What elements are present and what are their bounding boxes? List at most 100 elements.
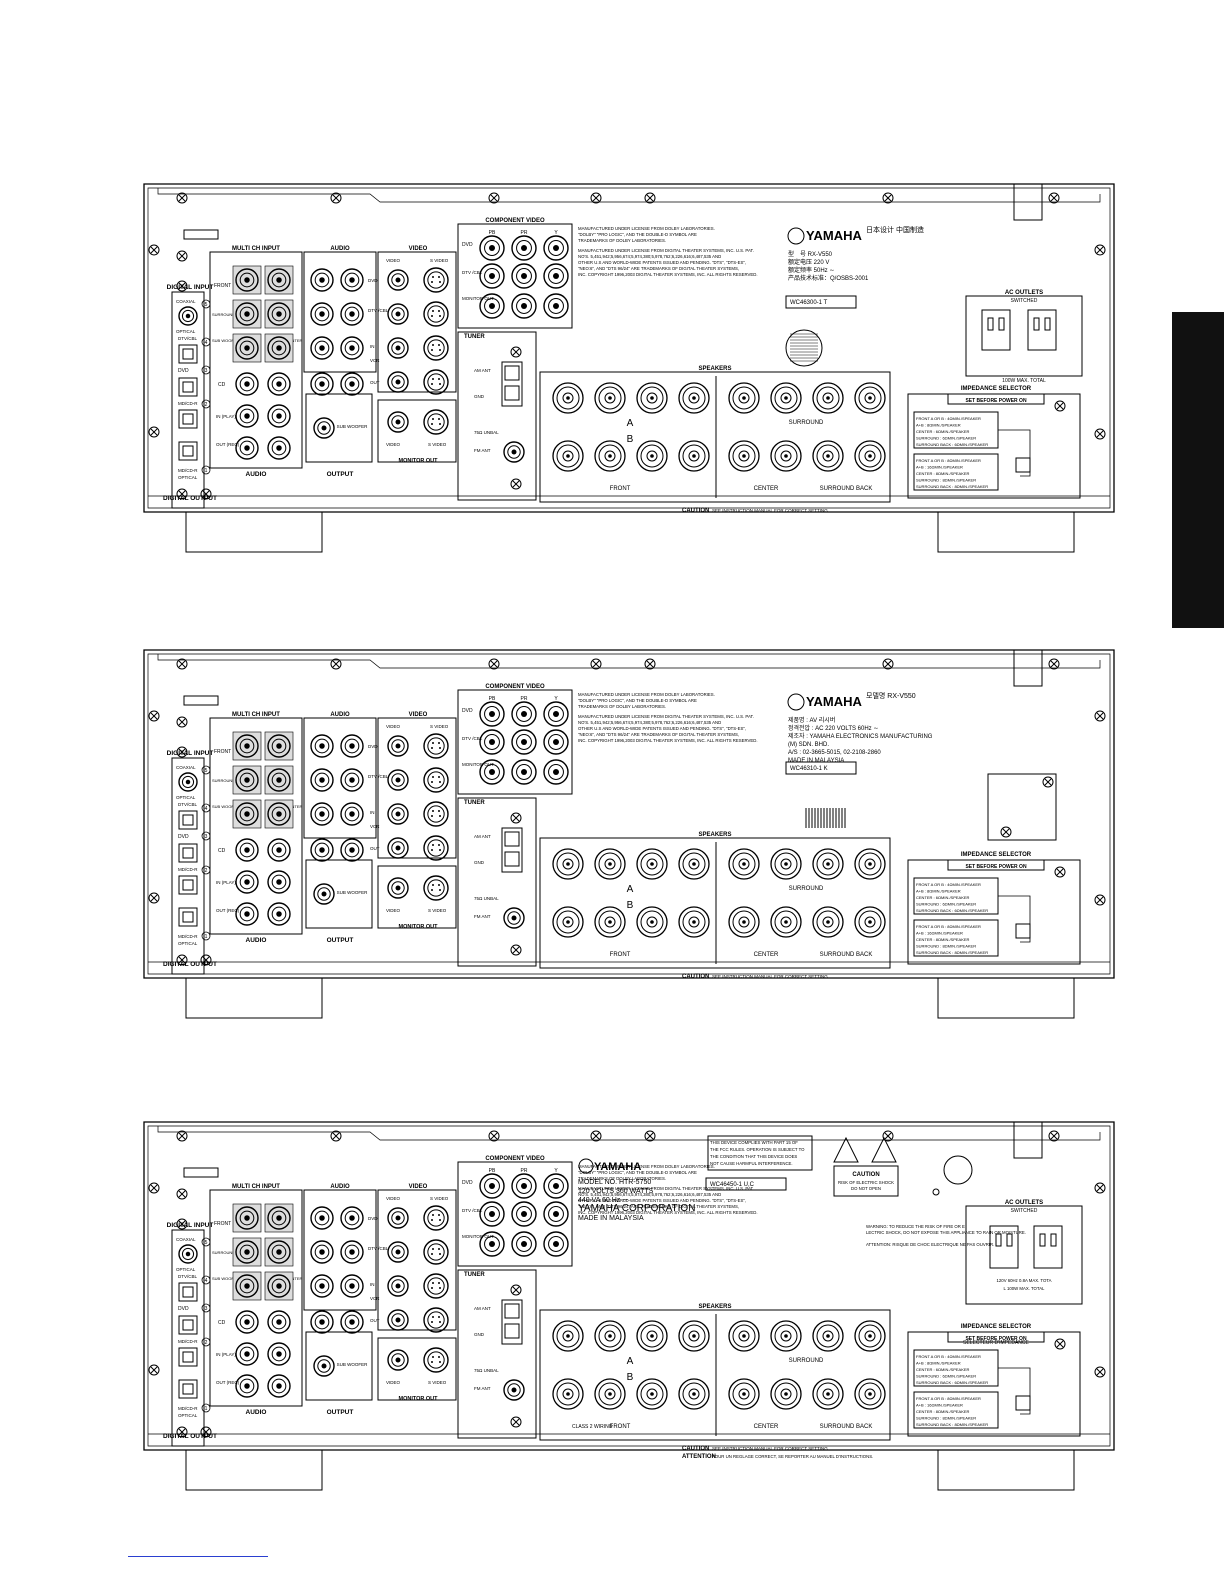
speakers-frame <box>539 371 891 503</box>
nameplate-slot <box>183 695 219 706</box>
license-line: MANUFACTURED UNDER LICENSE FROM DIGITAL … <box>578 714 754 719</box>
jack-pin <box>489 1183 495 1189</box>
jack-pin <box>276 1249 282 1255</box>
license-line: INC. COPYRIGHT 1996,2003 DIGITAL THEATER… <box>578 738 758 743</box>
post-outer <box>812 848 844 880</box>
speaker-binding-post <box>552 440 584 472</box>
jack-ring <box>235 734 259 758</box>
jack-inner <box>271 1278 287 1294</box>
component-frame <box>457 1161 573 1267</box>
jack-pin <box>395 345 401 351</box>
comp-dvd-label: DVD <box>462 242 473 248</box>
post-inner <box>604 916 616 928</box>
svideo-pin <box>432 310 434 312</box>
svideo-inner <box>427 1311 445 1329</box>
jack-pin <box>553 1183 559 1189</box>
jack-pin <box>349 1215 355 1221</box>
set-before-label: SET BEFORE POWER ON <box>965 1336 1027 1342</box>
impedance-row-a: A+B : 8ΩMIN./SPEAKER <box>916 1361 961 1366</box>
fcc-box <box>707 1135 813 1171</box>
jack-pin <box>395 1317 401 1323</box>
jack-pin <box>349 381 355 387</box>
screw-ring <box>510 1416 522 1428</box>
jack-pin <box>349 345 355 351</box>
post-hole <box>868 454 872 458</box>
post-inner <box>780 858 792 870</box>
jack-pin <box>319 345 325 351</box>
post-inner <box>646 1388 658 1400</box>
rca-jack <box>340 768 364 792</box>
rca-jack <box>387 803 409 825</box>
screw-ring <box>488 658 500 670</box>
post-inner <box>646 1330 658 1342</box>
jack-pin <box>276 1351 282 1357</box>
serial-label: WC46310-1 K <box>790 766 828 772</box>
rca-jack <box>340 802 364 826</box>
screw-ring <box>200 954 212 966</box>
svideo-ring <box>423 409 449 435</box>
svideo-pin <box>432 1282 434 1284</box>
screw-slot <box>178 956 186 964</box>
rca-jack <box>511 1231 537 1257</box>
dtv-cbl-label: DTV/CBL <box>178 1274 198 1279</box>
screw-ring <box>1094 1366 1106 1378</box>
post-mid <box>682 910 706 934</box>
svideo-pin <box>439 315 441 317</box>
md-cdr-out-label: MD/CD-R <box>178 468 198 473</box>
jack-ring <box>267 1274 291 1298</box>
impedance-row-a: CENTER : 6ΩMIN./SPEAKER <box>916 1367 970 1372</box>
audio-label: AUDIO <box>246 937 267 944</box>
jack-inner <box>548 240 564 256</box>
impedance-table-b-box <box>913 453 999 491</box>
screw-slot <box>884 194 892 202</box>
outlet-slot <box>995 1233 1002 1247</box>
rca-jack <box>503 1379 525 1401</box>
audio-in-frame <box>303 1189 377 1311</box>
s-video-jack <box>423 1347 449 1373</box>
yamaha-logo-icon <box>787 693 805 711</box>
post-hole <box>742 862 746 866</box>
jack-inner <box>239 1378 255 1394</box>
input-number: 3 <box>205 368 208 374</box>
jack-pin <box>521 1183 527 1189</box>
screw-icon <box>510 346 522 358</box>
jack-ring <box>511 1201 537 1227</box>
jack-inner <box>239 306 255 322</box>
post-outer <box>854 906 886 938</box>
post-inner <box>604 1330 616 1342</box>
svideo-pin <box>431 849 433 851</box>
screw-slot <box>646 1132 654 1140</box>
rca-jack <box>543 293 569 319</box>
s-video-jack <box>423 875 449 901</box>
post-mid <box>598 444 622 468</box>
post-outer <box>678 1320 710 1352</box>
post-inner <box>780 1388 792 1400</box>
screw-slot <box>512 480 520 488</box>
rca-jack <box>479 1231 505 1257</box>
jack-pin <box>276 777 282 783</box>
post-mid <box>556 852 580 876</box>
s-video-jack <box>423 767 449 793</box>
s-video-jack <box>423 369 449 395</box>
post-inner <box>646 450 658 462</box>
post-hole <box>566 862 570 866</box>
dtv-video-label: DTV /CBL <box>368 1246 389 1251</box>
screw-slot <box>1050 194 1058 202</box>
jack-pin <box>244 277 250 283</box>
in-play-label: IN (PLAY) <box>216 1352 236 1357</box>
s-video-jack <box>423 801 449 827</box>
screw-icon <box>488 1130 500 1142</box>
speakers-label: SPEAKERS <box>698 366 731 372</box>
jack-inner <box>314 340 330 356</box>
input-number: 1 <box>205 468 208 474</box>
svideo-pin <box>431 423 433 425</box>
optical-inner <box>182 445 194 457</box>
input-number: 5 <box>205 768 208 774</box>
impedance-row-b: SURROUND : 8ΩMIN./SPEAKER <box>916 478 976 483</box>
tuner-label: TUNER <box>464 800 485 806</box>
speaker-binding-post <box>728 906 760 938</box>
speaker-binding-post <box>812 1378 844 1410</box>
surround-back-spk-label: SURROUND BACK <box>820 486 873 492</box>
svideo-pin <box>438 1248 440 1250</box>
